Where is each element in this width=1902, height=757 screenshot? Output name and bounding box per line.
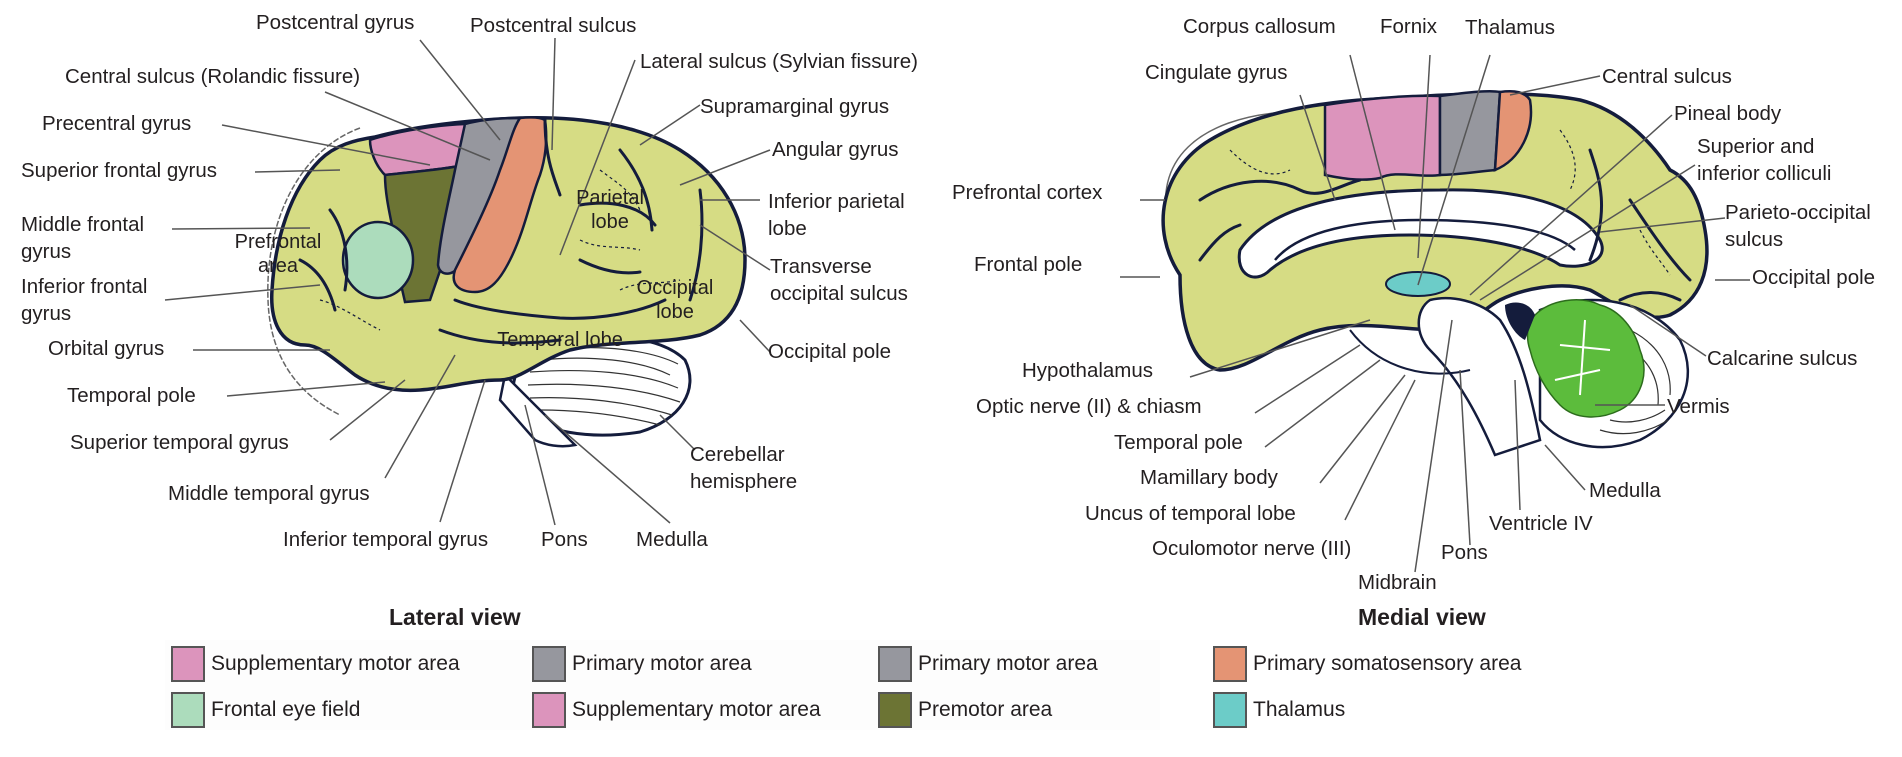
- legend-item: Supplementary motor area: [532, 690, 821, 730]
- label-central-sulcus-rolandic: Central sulcus (Rolandic fissure): [65, 65, 361, 88]
- legend-panel: [165, 640, 1160, 730]
- legend-swatch: [532, 692, 566, 728]
- label-superior-temporal-gyrus: Superior temporal gyrus: [70, 431, 289, 454]
- medial-supplementary-motor-region: [1323, 94, 1442, 181]
- lateral-brain-drawing: [267, 115, 747, 448]
- label-cingulate-gyrus: Cingulate gyrus: [1145, 61, 1288, 84]
- legend-item: Thalamus: [1213, 690, 1345, 730]
- legend-label: Frontal eye field: [211, 698, 361, 721]
- legend-item: Primary motor area: [532, 644, 752, 684]
- label-prefrontal-cortex: Prefrontal cortex: [952, 181, 1103, 204]
- region-parietal-lobe: Parietal lobe: [576, 187, 644, 233]
- label-angular-gyrus: Angular gyrus: [772, 138, 899, 161]
- label-pineal-body: Pineal body: [1674, 102, 1782, 125]
- legend-item: Primary somatosensory area: [1213, 644, 1521, 684]
- label-vermis: Vermis: [1667, 395, 1730, 418]
- medial-brain-drawing: [1161, 89, 1709, 457]
- label-optic-nerve-chiasm: Optic nerve (II) & chiasm: [976, 395, 1202, 418]
- label-precentral-gyrus: Precentral gyrus: [42, 112, 192, 135]
- label-colliculi: Superior and inferior colliculi: [1697, 135, 1832, 185]
- region-prefrontal-area: Prefrontal area: [234, 231, 322, 277]
- legend-item: Primary motor area: [878, 644, 1098, 684]
- label-inferior-temporal-gyrus: Inferior temporal gyrus: [283, 528, 489, 551]
- medial-leader-lines: [1120, 54, 1750, 573]
- label-medial-central-sulcus: Central sulcus: [1602, 65, 1732, 88]
- label-lateral-occipital-pole: Occipital pole: [768, 340, 892, 363]
- region-occipital-lobe: Occipital lobe: [636, 277, 714, 323]
- medial-primary-somatosensory-region: [1493, 90, 1533, 172]
- label-lateral-sulcus: Lateral sulcus (Sylvian fissure): [640, 50, 918, 73]
- label-corpus-callosum: Corpus callosum: [1183, 15, 1336, 38]
- legend-label: Thalamus: [1253, 698, 1346, 721]
- legend-swatch: [532, 646, 566, 682]
- label-superior-frontal-gyrus: Superior frontal gyrus: [21, 159, 217, 182]
- label-calcarine-sulcus: Calcarine sulcus: [1707, 347, 1858, 370]
- legend-item: Premotor area: [878, 690, 1052, 730]
- label-middle-frontal-gyrus: Middle frontal gyrus: [21, 213, 145, 263]
- label-fornix: Fornix: [1380, 15, 1437, 38]
- label-midbrain: Midbrain: [1358, 571, 1437, 594]
- label-inferior-parietal-lobe: Inferior parietal lobe: [768, 190, 905, 240]
- legend-swatch: [171, 692, 205, 728]
- medial-primary-motor-region: [1438, 89, 1502, 177]
- label-medial-temporal-pole: Temporal pole: [1114, 431, 1243, 454]
- label-frontal-pole: Frontal pole: [974, 253, 1083, 276]
- label-ventricle-iv: Ventricle IV: [1489, 512, 1593, 535]
- label-uncus-temporal-lobe: Uncus of temporal lobe: [1085, 502, 1296, 525]
- label-hypothalamus: Hypothalamus: [1022, 359, 1154, 382]
- medial-corpus-callosum: [1237, 188, 1604, 279]
- legend-label: Primary motor area: [918, 652, 1098, 675]
- label-postcentral-gyrus: Postcentral gyrus: [256, 11, 415, 34]
- lateral-brainstem: [498, 372, 578, 448]
- label-mamillary-body: Mamillary body: [1140, 466, 1278, 489]
- lateral-leader-lines: [164, 37, 771, 526]
- legend-label: Primary somatosensory area: [1253, 652, 1522, 675]
- legend-label: Primary motor area: [572, 652, 752, 675]
- legend-swatch: [171, 646, 205, 682]
- label-orbital-gyrus: Orbital gyrus: [48, 337, 165, 360]
- label-postcentral-sulcus: Postcentral sulcus: [470, 14, 637, 37]
- legend-swatch: [878, 646, 912, 682]
- label-transverse-occipital-sulcus: Transverse occipital sulcus: [770, 255, 908, 305]
- legend-label: Premotor area: [918, 698, 1053, 721]
- label-lateral-temporal-pole: Temporal pole: [67, 384, 196, 407]
- region-temporal-lobe: Temporal lobe: [497, 329, 623, 351]
- lateral-frontal-eye-field-region: [341, 220, 415, 300]
- label-medial-occipital-pole: Occipital pole: [1752, 266, 1876, 289]
- label-oculomotor-nerve: Oculomotor nerve (III): [1152, 537, 1352, 560]
- label-lateral-medulla: Medulla: [636, 528, 708, 551]
- legend-item: Supplementary motor area: [171, 644, 460, 684]
- medial-view-title: Medial view: [1358, 604, 1486, 630]
- label-medial-medulla: Medulla: [1589, 479, 1661, 502]
- lateral-view-title: Lateral view: [389, 604, 521, 630]
- legend-swatch: [1213, 646, 1247, 682]
- medial-vermis-region: [1526, 299, 1645, 418]
- label-middle-temporal-gyrus: Middle temporal gyrus: [168, 482, 370, 505]
- label-cerebellar-hemisphere: Cerebellar hemisphere: [690, 443, 798, 493]
- legend-swatch: [878, 692, 912, 728]
- label-lateral-pons: Pons: [541, 528, 588, 551]
- label-supramarginal-gyrus: Supramarginal gyrus: [700, 95, 890, 118]
- legend-label: Supplementary motor area: [211, 652, 460, 675]
- legend-label: Supplementary motor area: [572, 698, 821, 721]
- label-thalamus: Thalamus: [1465, 16, 1556, 39]
- label-inferior-frontal-gyrus: Inferior frontal gyrus: [21, 275, 148, 325]
- legend-swatch: [1213, 692, 1247, 728]
- label-medial-pons: Pons: [1441, 541, 1488, 564]
- legend-item: Frontal eye field: [171, 690, 360, 730]
- label-parieto-occipital-sulcus: Parieto-occipital sulcus: [1725, 201, 1871, 251]
